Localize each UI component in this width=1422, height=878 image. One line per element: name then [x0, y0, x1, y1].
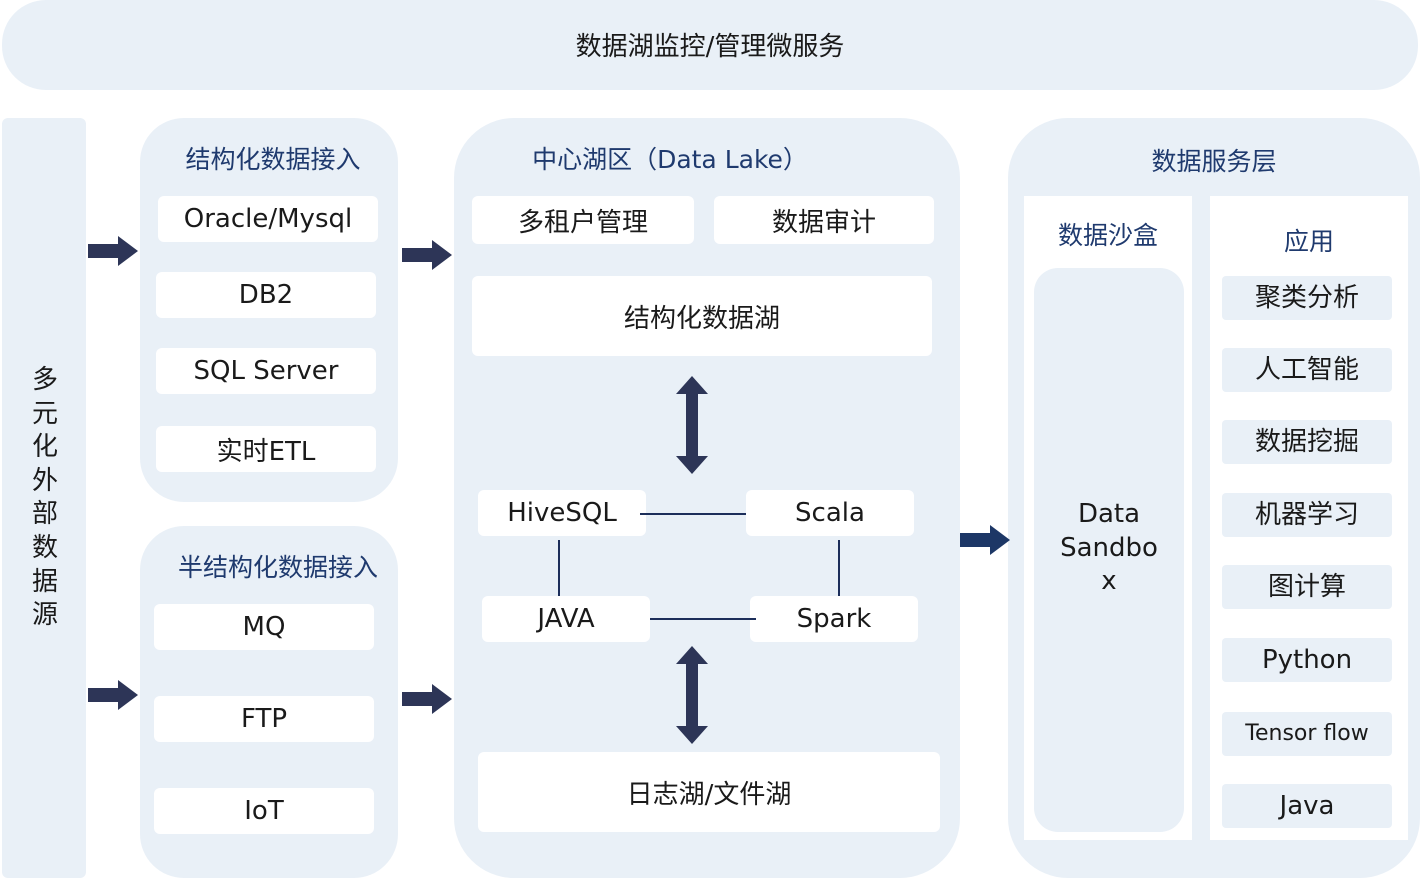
connector-hivesql-java [558, 540, 560, 596]
structured-lake-box: 结构化数据湖 [472, 276, 932, 356]
app-label: 人工智能 [1254, 355, 1359, 385]
engine-hivesql: HiveSQL [478, 490, 646, 536]
sandbox-title: 数据沙盒 [1057, 221, 1158, 250]
connector-scala-spark [838, 540, 840, 596]
data-lake-title: 中心湖区（Data Lake） [532, 145, 808, 174]
engine-java: JAVA [482, 596, 650, 642]
app-machine-learning [1222, 493, 1392, 537]
data-service-title: 数据服务层 [1151, 147, 1277, 176]
app-label: Python [1261, 645, 1353, 675]
data-audit-box: 数据审计 [714, 196, 934, 244]
engine-scala: Scala [746, 490, 914, 536]
source-oracle-mysql: Oracle/Mysql [158, 196, 378, 242]
arrow-right-semi-in [88, 680, 138, 710]
external-sources-label: 多元化外部数据源 [31, 365, 58, 631]
structured-ingest-title: 结构化数据接入 [185, 145, 361, 174]
app-label: Java [1279, 791, 1335, 821]
arrow-right-lake-to-service [960, 525, 1010, 555]
app-python [1222, 638, 1392, 682]
source-mq: MQ [154, 604, 374, 650]
app-ai [1222, 348, 1392, 392]
source-ftp: FTP [154, 696, 374, 742]
semi-structured-ingest-title: 半结构化数据接入 [177, 553, 378, 582]
sandbox-content: Data Sandbo x [1060, 499, 1158, 597]
tenant-management-box: 多租户管理 [472, 196, 694, 244]
source-sql-server: SQL Server [156, 348, 376, 394]
app-label: Tensor flow [1245, 721, 1369, 746]
arrow-right-semi-to-lake [402, 684, 452, 714]
source-realtime-etl: 实时ETL [156, 426, 376, 472]
monitoring-bar-label: 数据湖监控/管理微服务 [575, 32, 845, 62]
connector-hivesql-scala [640, 513, 746, 515]
app-graph-computing [1222, 565, 1392, 609]
app-data-mining [1222, 420, 1392, 464]
connector-java-spark [650, 618, 756, 620]
sandbox-box [1034, 268, 1184, 832]
monitoring-bar: 数据湖监控/管理微服务 [2, 0, 1418, 90]
app-label: 聚类分析 [1254, 283, 1359, 313]
arrow-right-structured-in [88, 236, 138, 266]
engine-spark: Spark [750, 596, 918, 642]
source-db2: DB2 [156, 272, 376, 318]
app-label: 图计算 [1267, 572, 1346, 602]
external-sources-panel: 多元化外部数据源 [2, 118, 86, 878]
app-label: 数据挖掘 [1254, 427, 1359, 457]
app-tensorflow [1222, 712, 1392, 756]
app-label: 机器学习 [1254, 500, 1359, 530]
app-java [1222, 784, 1392, 828]
log-file-lake-box: 日志湖/文件湖 [478, 752, 940, 832]
arrow-right-structured-to-lake [402, 240, 452, 270]
app-clustering [1222, 276, 1392, 320]
apps-title: 应用 [1283, 227, 1334, 256]
source-iot: IoT [154, 788, 374, 834]
